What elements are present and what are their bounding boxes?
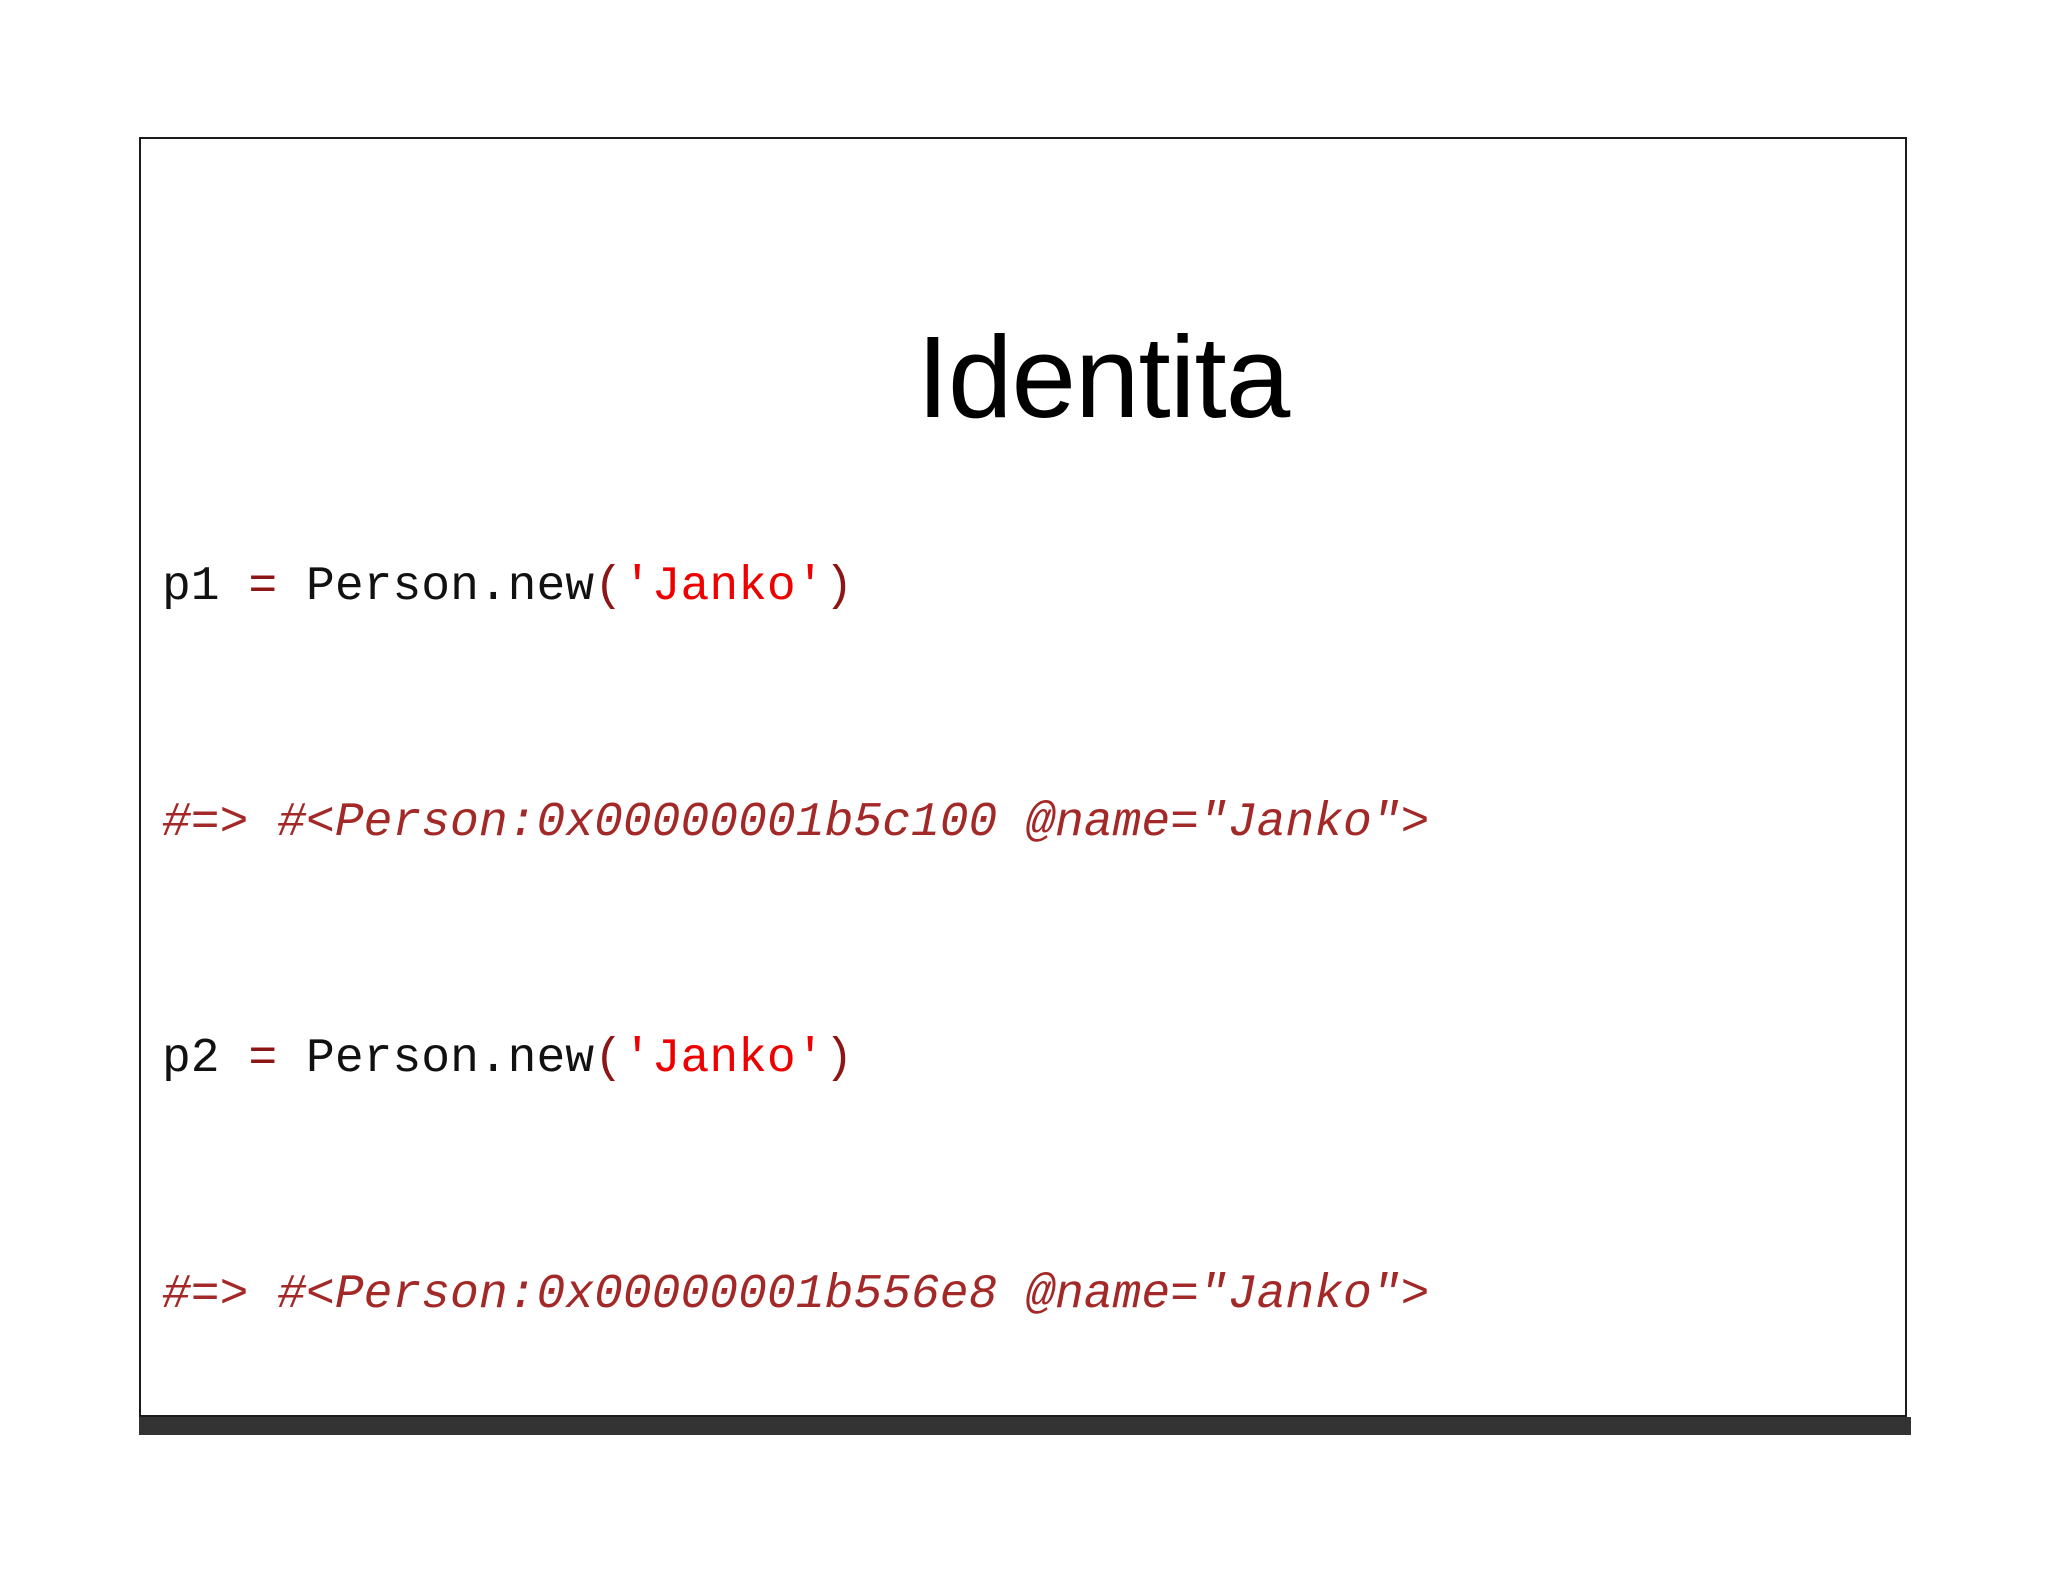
code-token-paren-close: ) [824,560,854,614]
slide-footer-bar [139,1417,1911,1435]
code-token-string-literal: 'Janko' [622,1032,825,1086]
code-line-assign-p2: p2 = Person.new('Janko') [162,1030,1905,1089]
code-token-assign-operator: = [248,1032,278,1086]
code-token-variable: p2 [162,1032,249,1086]
code-token-variable: p1 [162,560,249,614]
code-line-output-p1: #=> #<Person:0x00000001b5c100 @name="Jan… [162,796,1430,850]
slide-frame: Identita p1 = Person.new('Janko') #=> #<… [139,137,1907,1417]
code-token-paren-open: ( [594,1032,623,1086]
code-token-paren-close: ) [824,1032,854,1086]
code-line-output-p2: #=> #<Person:0x00000001b556e8 @name="Jan… [162,1268,1430,1322]
code-token-assign-operator: = [248,560,278,614]
code-token-constructor-call: Person.new [277,1032,595,1086]
code-token-paren-open: ( [594,560,623,614]
code-token-constructor-call: Person.new [277,560,595,614]
code-block: p1 = Person.new('Janko') #=> #<Person:0x… [162,381,1905,1415]
code-line-assign-p1: p1 = Person.new('Janko') [162,558,1905,617]
page-title: Identita [916,311,1291,442]
code-token-string-literal: 'Janko' [622,560,825,614]
